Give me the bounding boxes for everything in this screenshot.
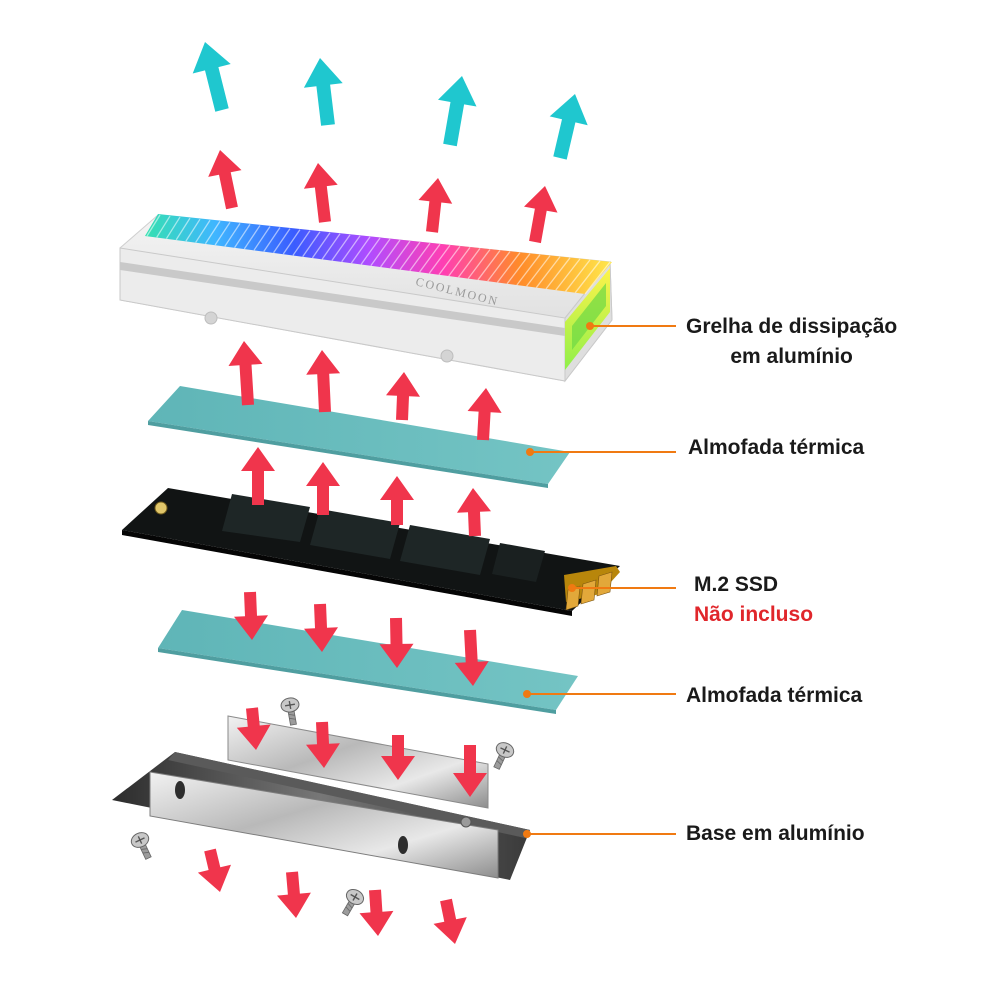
heat-flow-arrow-18: [379, 617, 414, 668]
heat-flow-arrow-7: [524, 186, 558, 244]
label-thermal-pad-top: Almofada térmica: [688, 436, 865, 459]
heat-flow-arrow-25: [277, 871, 311, 918]
heat-flow-arrow-20: [236, 707, 271, 750]
heat-flow-arrow-26: [359, 889, 394, 936]
label-ssd-line1: M.2 SSD: [694, 573, 779, 596]
heat-flow-arrow-12: [241, 447, 275, 505]
aluminium-base: [112, 715, 530, 880]
m2-ssd: [122, 488, 620, 616]
label-heatsink-line2: em alumínio: [730, 345, 853, 368]
heat-flow-arrow-14: [380, 476, 414, 525]
screw-3: [341, 888, 365, 917]
heat-flow-arrow-9: [306, 350, 341, 413]
heat-flow-arrow-15: [457, 488, 491, 537]
heat-flow-arrow-24: [197, 848, 231, 892]
label-ssd: M.2 SSD Não incluso: [694, 570, 813, 630]
label-heatsink: Grelha de dissipação em alumínio: [686, 312, 897, 372]
thermal-pad-top: [148, 386, 570, 484]
screw-0: [280, 697, 300, 726]
label-heatsink-line1: Grelha de dissipação: [686, 315, 898, 338]
hot-air-out-arrow-2: [438, 76, 477, 147]
hot-air-out-arrow-1: [303, 58, 343, 126]
heat-flow-arrow-10: [386, 372, 420, 421]
heat-flow-arrow-27: [433, 898, 467, 944]
heat-flow-arrow-21: [306, 721, 340, 768]
airflow-arrows: [192, 42, 588, 944]
heat-flow-arrow-4: [208, 150, 242, 210]
screw-2: [130, 832, 152, 860]
hot-air-out-arrow-3: [549, 94, 588, 160]
heat-flow-arrow-8: [228, 341, 263, 406]
heat-flow-arrow-17: [304, 603, 338, 652]
label-ssd-not-included: Não incluso: [694, 603, 814, 626]
heat-flow-arrow-19: [454, 629, 489, 686]
heat-flow-arrow-13: [306, 462, 340, 515]
heat-flow-arrow-5: [303, 163, 338, 223]
heat-flow-arrow-22: [381, 735, 415, 780]
label-base: Base em alumínio: [686, 822, 865, 845]
heat-flow-arrow-6: [418, 178, 453, 233]
heat-flow-arrow-11: [467, 388, 502, 441]
hot-air-out-arrow-0: [192, 42, 231, 112]
label-thermal-pad-bottom: Almofada térmica: [686, 684, 863, 707]
leader-lines: [523, 322, 676, 838]
heat-flow-arrow-23: [453, 745, 487, 797]
heatsink: [119, 214, 613, 383]
screw-1: [493, 742, 515, 770]
screws: [130, 697, 515, 917]
heatsink-fins: [146, 214, 611, 295]
heat-flow-arrow-16: [234, 591, 268, 640]
